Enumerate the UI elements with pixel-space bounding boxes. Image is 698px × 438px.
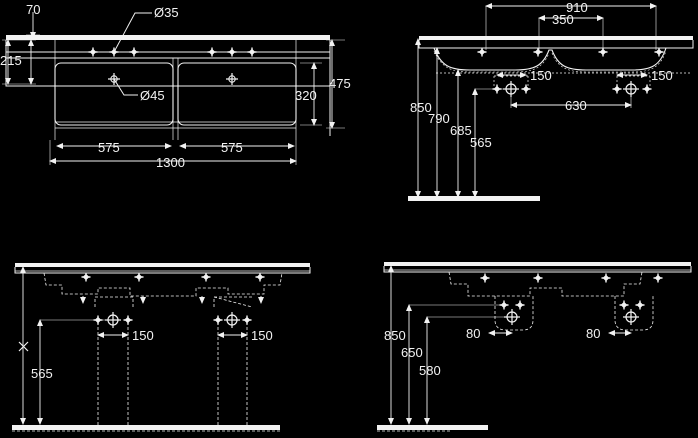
callout-leaders bbox=[113, 12, 152, 96]
dim-580-br-label: 580 bbox=[419, 363, 441, 378]
dim-630-label: 630 bbox=[565, 98, 587, 113]
dim-1300-label: 1300 bbox=[156, 155, 185, 170]
dim-80-right-label: 80 bbox=[586, 326, 600, 341]
dims-top-plan bbox=[2, 12, 345, 165]
dim-650-br-label: 650 bbox=[401, 345, 423, 360]
dim-565-label: 565 bbox=[470, 135, 492, 150]
dim-575-right-label: 575 bbox=[221, 140, 243, 155]
dim-475-label: 475 bbox=[329, 76, 351, 91]
dim-350-label: 350 bbox=[552, 12, 574, 27]
callout-d35-label: Ø35 bbox=[154, 5, 179, 20]
dim-80-left-label: 80 bbox=[466, 326, 480, 341]
dim-320-label: 320 bbox=[295, 88, 317, 103]
dim-150-left-label: 150 bbox=[530, 68, 552, 83]
dim-565-bl-label: 565 bbox=[31, 366, 53, 381]
dims-rear-elevation bbox=[18, 266, 248, 425]
view-section bbox=[377, 262, 692, 432]
dim-70-label: 70 bbox=[26, 2, 40, 17]
dim-575-left-label: 575 bbox=[98, 140, 120, 155]
dim-215-label: 215 bbox=[0, 53, 22, 68]
callout-d45-label: Ø45 bbox=[140, 88, 165, 103]
dim-790-label: 790 bbox=[428, 111, 450, 126]
dim-150-right-label: 150 bbox=[651, 68, 673, 83]
dim-150-bl-right-label: 150 bbox=[251, 328, 273, 343]
dims-section bbox=[388, 265, 632, 425]
dim-150-bl-left-label: 150 bbox=[132, 328, 154, 343]
dim-850-br-label: 850 bbox=[384, 328, 406, 343]
dim-910-label: 910 bbox=[566, 0, 588, 15]
dim-685-label: 685 bbox=[450, 123, 472, 138]
dims-front-elevation bbox=[415, 3, 657, 198]
view-rear-elevation bbox=[12, 263, 311, 432]
dim-850-label: 850 bbox=[410, 100, 432, 115]
